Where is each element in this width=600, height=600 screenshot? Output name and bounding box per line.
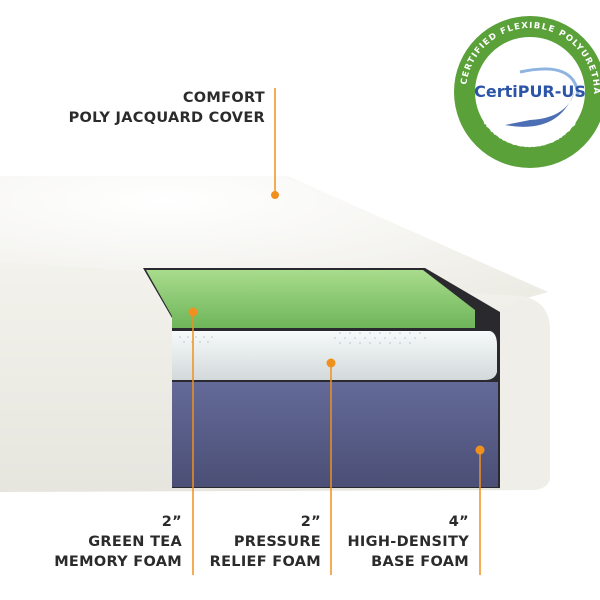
badge-swoosh-icon [505, 90, 575, 127]
label-cover: COMFORT POLY JACQUARD COVER [69, 88, 265, 128]
label-base-line1: HIGH-DENSITY [347, 534, 469, 550]
label-pressure-foam: 2” PRESSURE RELIEF FOAM [210, 512, 321, 572]
label-green-line1: GREEN TEA [88, 534, 182, 550]
cover-right-edge [500, 300, 550, 490]
green-pointer-dot [188, 307, 198, 317]
label-pressure-line1: PRESSURE [233, 534, 321, 550]
label-green-foam: 2” GREEN TEA MEMORY FOAM [54, 512, 182, 572]
label-base-foam: 4” HIGH-DENSITY BASE FOAM [348, 512, 470, 572]
high-density-base-foam-layer [172, 382, 498, 487]
pressure-relief-foam-layer [172, 331, 497, 380]
label-green-thickness: 2” [161, 514, 182, 530]
green-tea-memory-foam-layer [146, 270, 475, 328]
certipur-badge: CONTAINS CERTIFIED FLEXIBLE POLYURETHANE… [0, 0, 600, 170]
base-pointer-dot [475, 445, 485, 455]
label-pressure-line2: RELIEF FOAM [209, 554, 321, 570]
badge-brand-text: CertiPUR-US [474, 82, 586, 101]
label-pressure-thickness: 2” [300, 514, 321, 530]
label-cover-line2: POLY JACQUARD COVER [68, 110, 265, 126]
perforation-dots [179, 332, 426, 344]
pointer-dots [188, 191, 485, 455]
pressure-pointer-dot [326, 358, 336, 368]
pointer-lines [192, 88, 481, 575]
label-base-line2: BASE FOAM [371, 554, 469, 570]
label-base-thickness: 4” [448, 514, 469, 530]
label-green-line2: MEMORY FOAM [54, 554, 182, 570]
label-cover-line1: COMFORT [182, 90, 265, 106]
cover-pointer-dot [271, 191, 279, 199]
